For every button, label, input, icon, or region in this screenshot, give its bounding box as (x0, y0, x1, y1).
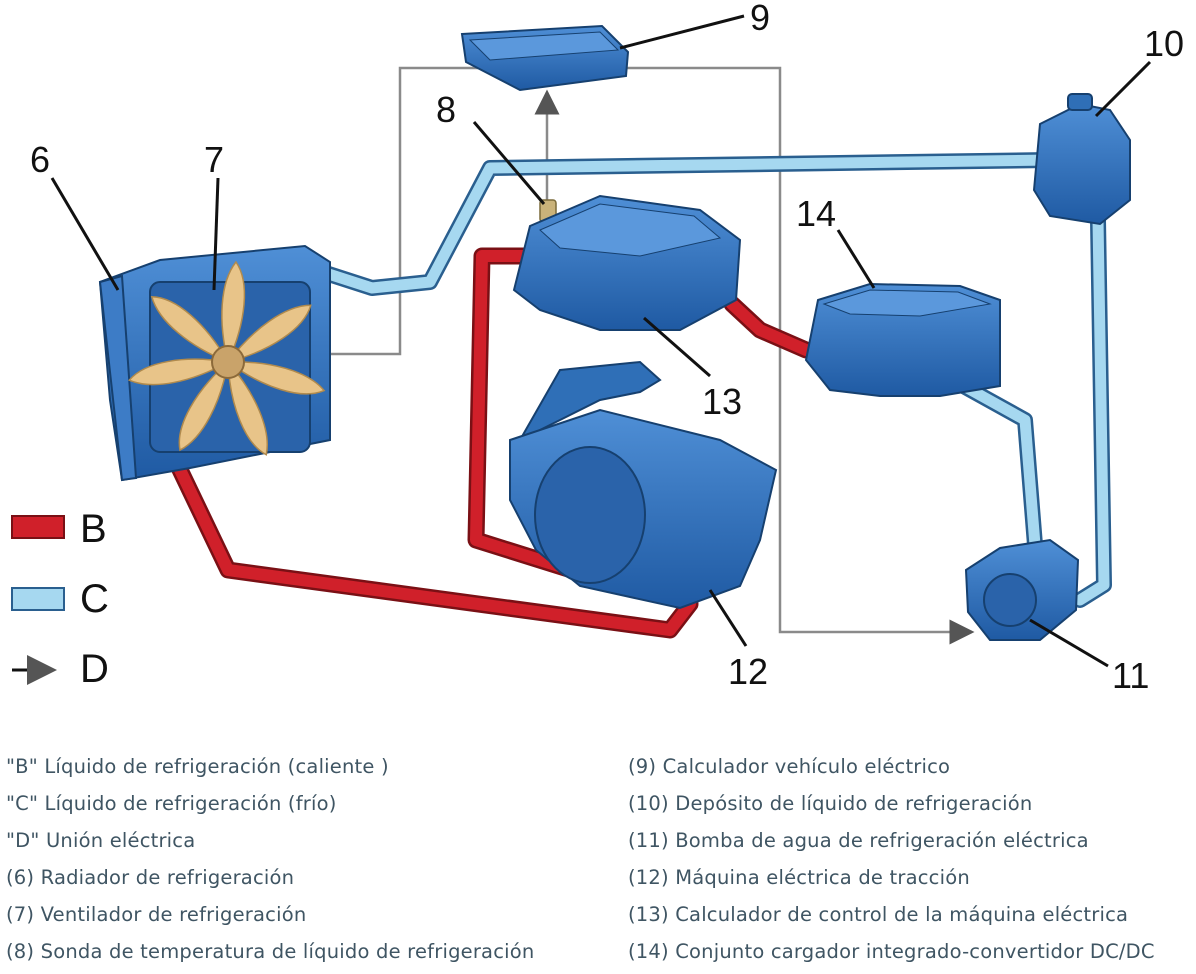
legend-hot-swatch (11, 515, 65, 539)
traction-motor-component (509, 360, 778, 610)
callout-11: 11 (1112, 655, 1149, 696)
caption-column-left: "B" Líquido de refrigeración (caliente )… (6, 752, 534, 974)
coolant-tank-component (1032, 93, 1131, 226)
charger-converter-component (804, 282, 1001, 397)
legend: B C D (11, 507, 109, 691)
caption-electrical-link: "D" Unión eléctrica (6, 829, 196, 852)
caption-fan: (7) Ventilador de refrigeración (6, 903, 307, 926)
caption-column-right: (9) Calculador vehículo eléctrico (10) D… (628, 752, 1155, 974)
caption-hot-coolant: "B" Líquido de refrigeración (caliente ) (6, 755, 389, 778)
legend-hot-letter: B (80, 507, 107, 551)
callout-7: 7 (204, 139, 224, 180)
fan-component (128, 260, 326, 456)
cooling-circuit-diagram: 6 7 8 9 10 11 12 13 14 B C D (11, 0, 1184, 696)
callout-14: 14 (796, 193, 836, 234)
callout-13: 13 (702, 381, 742, 422)
caption-cold-coolant: "C" Líquido de refrigeración (frío) (6, 792, 337, 815)
vehicle-ecu-component (460, 24, 630, 92)
callout-12: 12 (728, 651, 768, 692)
legend-cold-letter: C (80, 577, 109, 621)
water-pump-component (964, 538, 1080, 641)
caption-charger-converter: (14) Conjunto cargador integrado-convert… (628, 940, 1155, 963)
callout-6: 6 (30, 139, 50, 180)
callout-10: 10 (1144, 23, 1184, 64)
motor-controller-component (512, 194, 742, 331)
caption-coolant-tank: (10) Depósito de líquido de refrigeració… (628, 792, 1033, 815)
caption-traction-motor: (12) Máquina eléctrica de tracción (628, 866, 970, 889)
legend-elec-letter: D (80, 647, 109, 691)
cold-coolant-pipes (302, 152, 1112, 608)
callout-8: 8 (436, 89, 456, 130)
caption-motor-controller: (13) Calculador de control de la máquina… (628, 903, 1129, 926)
caption-water-pump: (11) Bomba de agua de refrigeración eléc… (628, 829, 1089, 852)
caption-radiator: (6) Radiador de refrigeración (6, 866, 295, 889)
callout-9: 9 (750, 0, 770, 38)
caption-vehicle-ecu: (9) Calculador vehículo eléctrico (628, 755, 951, 778)
caption-temperature-sensor: (8) Sonda de temperatura de líquido de r… (6, 940, 535, 963)
cold-pipe-pump-to-charger (897, 370, 1043, 553)
legend-cold-swatch (11, 587, 65, 611)
leader-lines (50, 14, 1152, 668)
